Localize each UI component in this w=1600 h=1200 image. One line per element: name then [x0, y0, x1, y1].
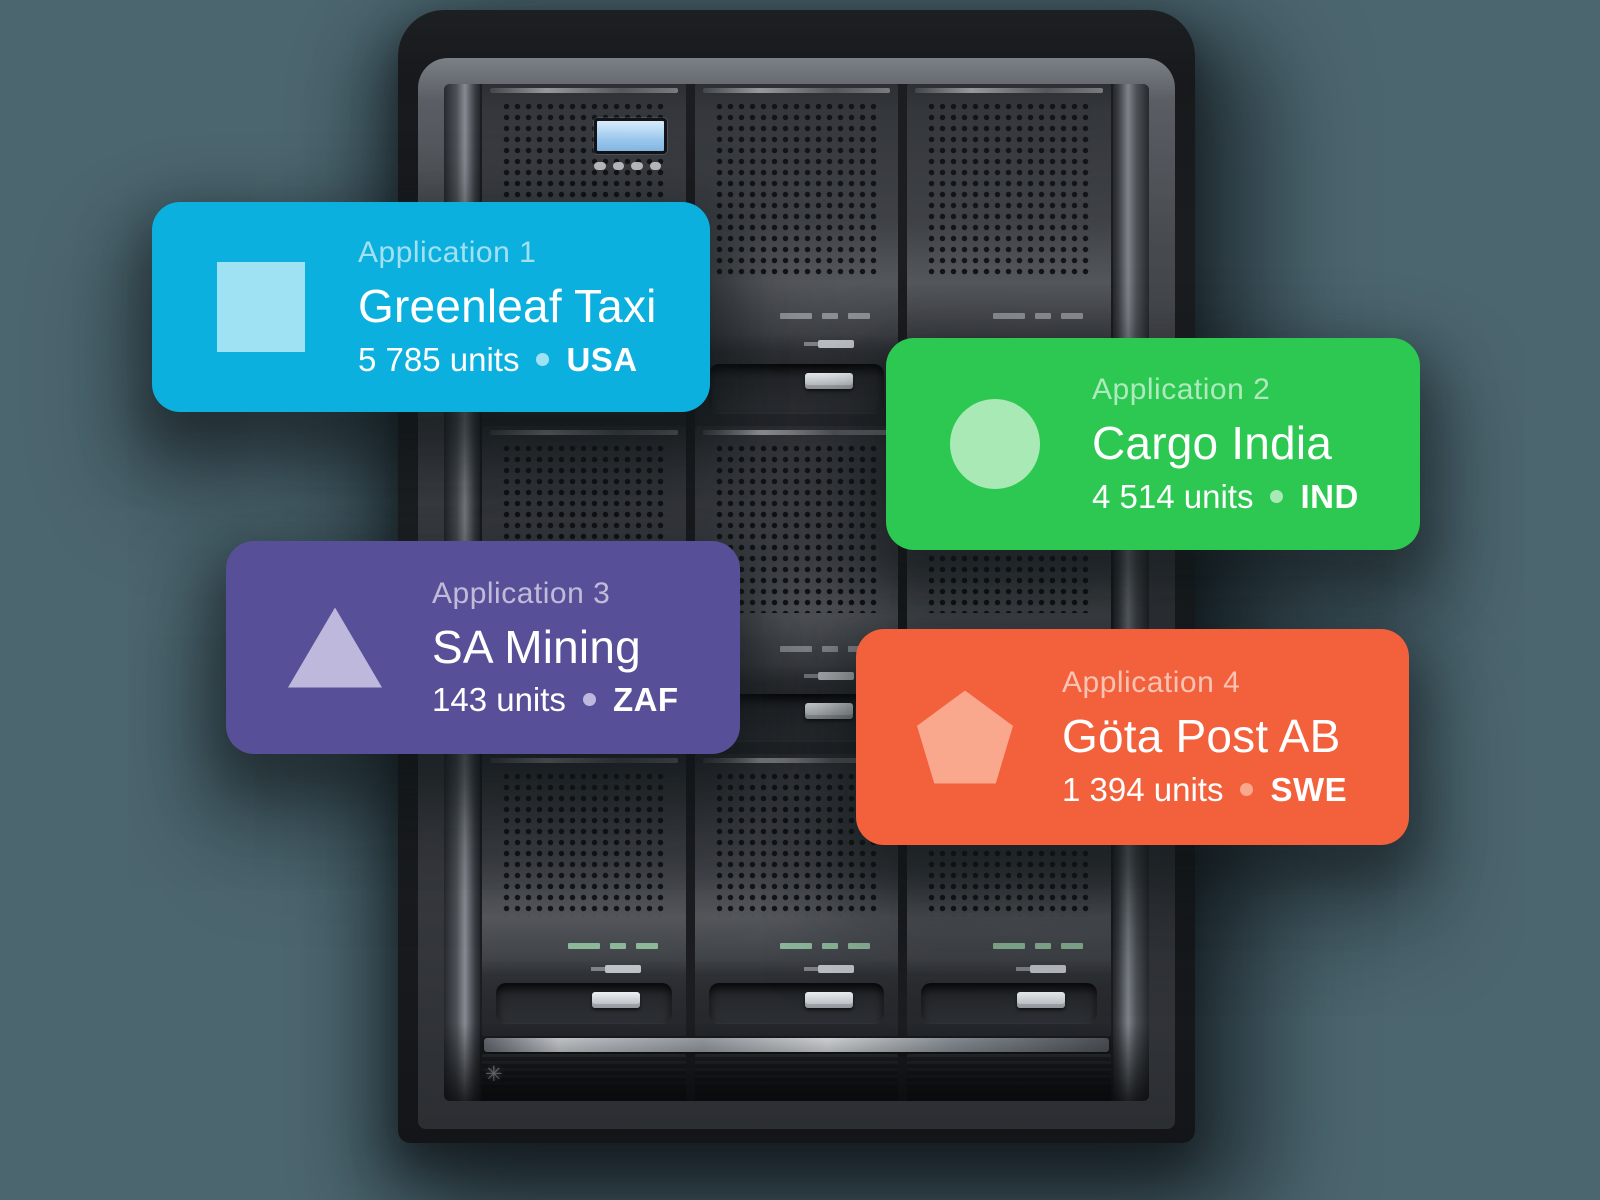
circle-icon [950, 399, 1040, 489]
perforated-panel [712, 770, 881, 917]
handle [804, 373, 853, 390]
separator-dot [1240, 782, 1254, 796]
vent-panel [907, 1054, 1112, 1101]
card-icon-wrap [946, 399, 1044, 489]
handle [1017, 991, 1066, 1008]
vent-panel [482, 1054, 686, 1101]
square-icon [217, 262, 305, 352]
rack-light-bar [484, 1038, 1109, 1052]
tray [921, 982, 1098, 1024]
tray [708, 364, 885, 414]
handle [592, 991, 641, 1008]
application-units: 143 units ZAF [432, 683, 679, 716]
lcd-buttons [594, 162, 662, 170]
application-label: Application 2 [1092, 373, 1271, 407]
application-name: Göta Post AB [1062, 710, 1341, 763]
application-card-1[interactable]: Application 1 Greenleaf Taxi 5 785 units… [152, 202, 710, 412]
vent-panel [694, 1054, 899, 1101]
status-labels [992, 942, 1083, 949]
units-value: 1 394 units [1062, 770, 1224, 808]
separator-dot [536, 352, 550, 366]
status-labels [567, 942, 658, 949]
status-labels [780, 942, 871, 949]
fan-icon: ✳ [485, 1063, 503, 1086]
application-card-2[interactable]: Application 2 Cargo India 4 514 units IN… [886, 338, 1420, 550]
rack-row-3 [482, 754, 1112, 1036]
application-label: Application 1 [358, 236, 537, 270]
application-card-4[interactable]: Application 4 Göta Post AB 1 394 units S… [856, 629, 1409, 845]
card-icon-wrap [286, 607, 384, 688]
card-icon-wrap [212, 262, 310, 352]
application-units: 1 394 units SWE [1062, 773, 1347, 806]
application-name: SA Mining [432, 620, 641, 673]
country-code: USA [566, 340, 638, 378]
triangle-icon [288, 607, 382, 688]
country-code: ZAF [612, 681, 679, 719]
handle [804, 703, 853, 720]
status-labels [780, 313, 871, 320]
card-text: Application 3 SA Mining 143 units ZAF [432, 576, 679, 716]
card-text: Application 1 Greenleaf Taxi 5 785 units… [358, 238, 657, 376]
application-name: Cargo India [1092, 417, 1333, 470]
country-code: IND [1300, 477, 1359, 515]
units-value: 4 514 units [1092, 477, 1254, 515]
application-name: Greenleaf Taxi [358, 280, 657, 333]
rack-rail-right [1113, 84, 1149, 1101]
rack-row-4 [482, 1054, 1112, 1101]
application-units: 5 785 units USA [358, 343, 657, 376]
perforated-panel [712, 100, 881, 278]
perforated-panel [925, 100, 1094, 278]
application-card-3[interactable]: Application 3 SA Mining 143 units ZAF [226, 541, 740, 754]
application-label: Application 4 [1062, 666, 1241, 700]
lcd-display [594, 118, 668, 154]
tray [708, 982, 885, 1024]
separator-dot [582, 693, 596, 707]
server-module [482, 754, 686, 1036]
perforated-panel [500, 770, 668, 917]
card-icon-wrap [916, 690, 1014, 784]
drive-bay [907, 959, 1112, 1036]
application-label: Application 3 [432, 576, 611, 610]
tray [496, 982, 672, 1024]
application-units: 4 514 units IND [1092, 480, 1359, 513]
handle [804, 991, 853, 1008]
card-text: Application 2 Cargo India 4 514 units IN… [1092, 375, 1359, 513]
perforated-panel [712, 442, 881, 613]
card-text: Application 4 Göta Post AB 1 394 units S… [1062, 668, 1347, 806]
drive-bay [694, 959, 899, 1036]
server-module [694, 84, 899, 426]
pentagon-icon [917, 690, 1013, 784]
server-module [694, 754, 899, 1036]
drive-bay [482, 959, 686, 1036]
units-value: 143 units [432, 681, 566, 719]
status-labels [992, 313, 1083, 320]
separator-dot [1270, 489, 1284, 503]
country-code: SWE [1270, 770, 1348, 808]
drive-bay [694, 333, 899, 426]
units-value: 5 785 units [358, 340, 520, 378]
